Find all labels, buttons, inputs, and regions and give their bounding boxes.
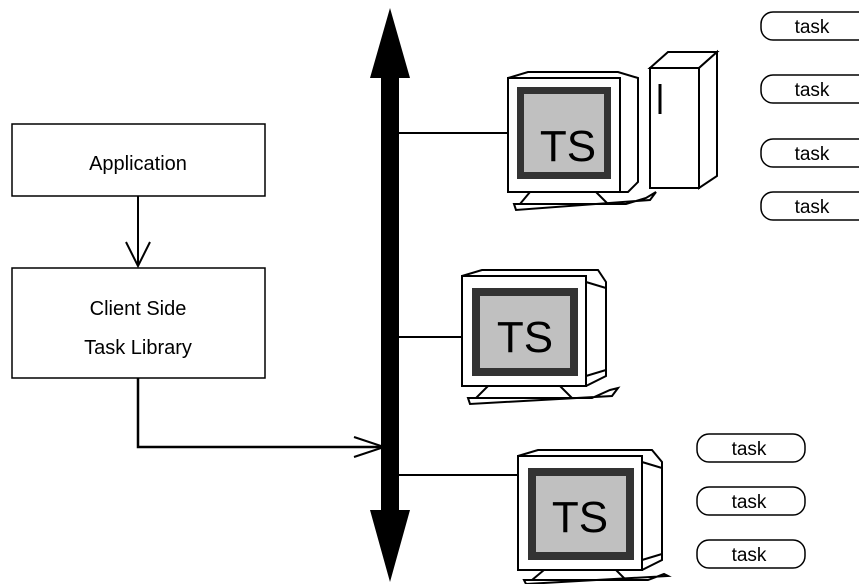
server-2: TS bbox=[461, 269, 621, 406]
server-3: TS bbox=[517, 449, 672, 584]
task-label: task bbox=[795, 197, 830, 218]
task-pill: task bbox=[696, 539, 806, 569]
task-label: task bbox=[732, 492, 767, 513]
task-pill: task bbox=[696, 433, 806, 463]
task-label: task bbox=[732, 545, 767, 566]
client-library-label-line1: Client Side bbox=[90, 298, 187, 320]
task-label: task bbox=[795, 17, 830, 38]
task-pill: task bbox=[760, 74, 859, 104]
server-1-label: TS bbox=[540, 122, 596, 171]
server-1: TS bbox=[507, 49, 720, 212]
client-library-label-line2: Task Library bbox=[84, 337, 192, 359]
server-1-tower bbox=[647, 49, 720, 190]
task-pill: task bbox=[760, 191, 859, 221]
client-library-box bbox=[11, 267, 266, 379]
task-label: task bbox=[795, 144, 830, 165]
task-pill: task bbox=[696, 486, 806, 516]
library-to-bus-connector bbox=[136, 378, 388, 449]
server-2-screen bbox=[480, 296, 570, 368]
server-3-screen bbox=[536, 476, 626, 552]
server-3-label: TS bbox=[552, 493, 608, 542]
task-pill: task bbox=[760, 11, 859, 41]
server-3-tasks: task task task bbox=[696, 433, 806, 569]
app-to-library-arrowhead bbox=[125, 241, 151, 269]
task-label: task bbox=[732, 439, 767, 460]
task-label: task bbox=[795, 80, 830, 101]
server-2-label: TS bbox=[497, 313, 553, 362]
task-pill: task bbox=[760, 138, 859, 168]
server-1-screen bbox=[524, 94, 604, 172]
network-bus bbox=[370, 8, 410, 582]
server-1-tasks: task task task task bbox=[760, 11, 859, 221]
application-label: Application bbox=[89, 153, 187, 175]
application-box bbox=[11, 123, 266, 197]
